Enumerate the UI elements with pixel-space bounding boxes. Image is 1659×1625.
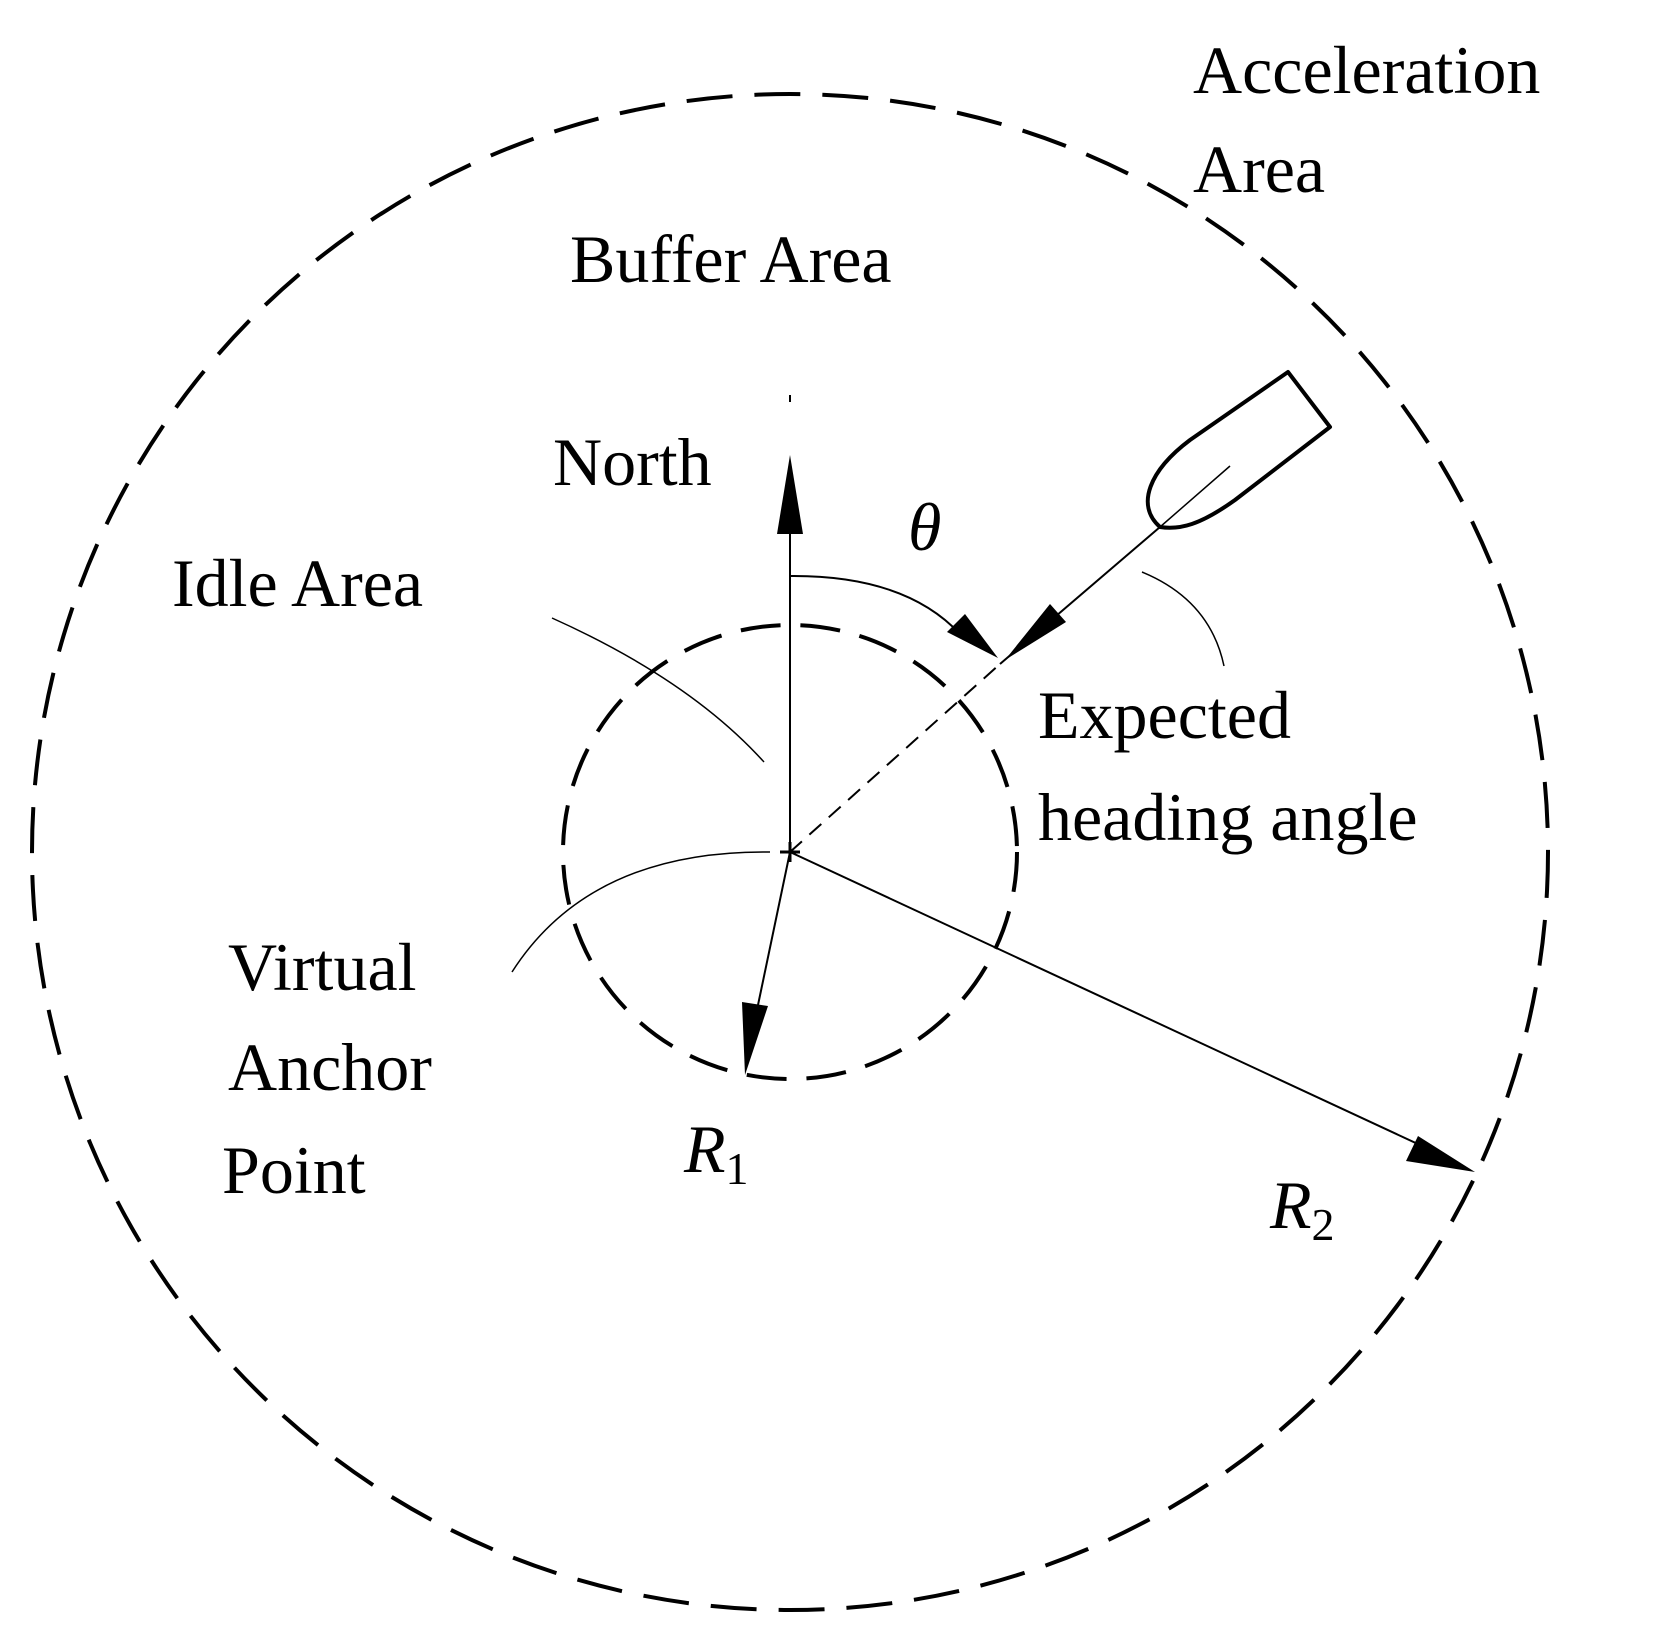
inner-circle-r1 [561,623,1019,1081]
north-arrowhead [777,455,803,534]
r1-subscript: 1 [726,1143,749,1194]
idle-area-leader [551,617,765,763]
expected-heading-label-line1: Expected [1038,677,1291,753]
ship-hull-icon [1145,370,1332,530]
ship-centerline [1159,465,1231,528]
acceleration-area-label-line1: Acceleration [1193,32,1540,108]
theta-label: θ [908,489,941,565]
r2-radius-line [789,851,1421,1146]
virtual-anchor-label-line2: Anchor [228,1029,432,1105]
heading-arrowhead [1005,604,1066,660]
r2-subscript: 2 [1312,1199,1335,1250]
acceleration-area-label-line2: Area [1193,131,1325,207]
r1-label: R1 [683,1111,749,1194]
buffer-area-label: Buffer Area [570,221,892,297]
r2-arrowhead [1406,1136,1475,1172]
expected-heading-leader [1141,571,1225,667]
r1-radius-line [757,851,791,1006]
virtual-anchor-label-line3: Point [222,1132,366,1208]
heading-line-dashed [789,663,1001,853]
outer-circle-r2 [30,92,1550,1612]
r2-symbol: R [1269,1167,1312,1243]
virtual-anchor-label-line1: Virtual [228,929,417,1005]
r2-label: R2 [1269,1167,1335,1250]
expected-heading-label-line2: heading angle [1038,779,1418,855]
virtual-anchor-leader [511,851,771,973]
idle-area-label: Idle Area [172,545,423,621]
r1-arrowhead [742,1002,768,1075]
r1-symbol: R [683,1111,726,1187]
north-label: North [553,424,712,500]
theta-arrowhead [947,614,998,658]
theta-arc [789,574,961,635]
